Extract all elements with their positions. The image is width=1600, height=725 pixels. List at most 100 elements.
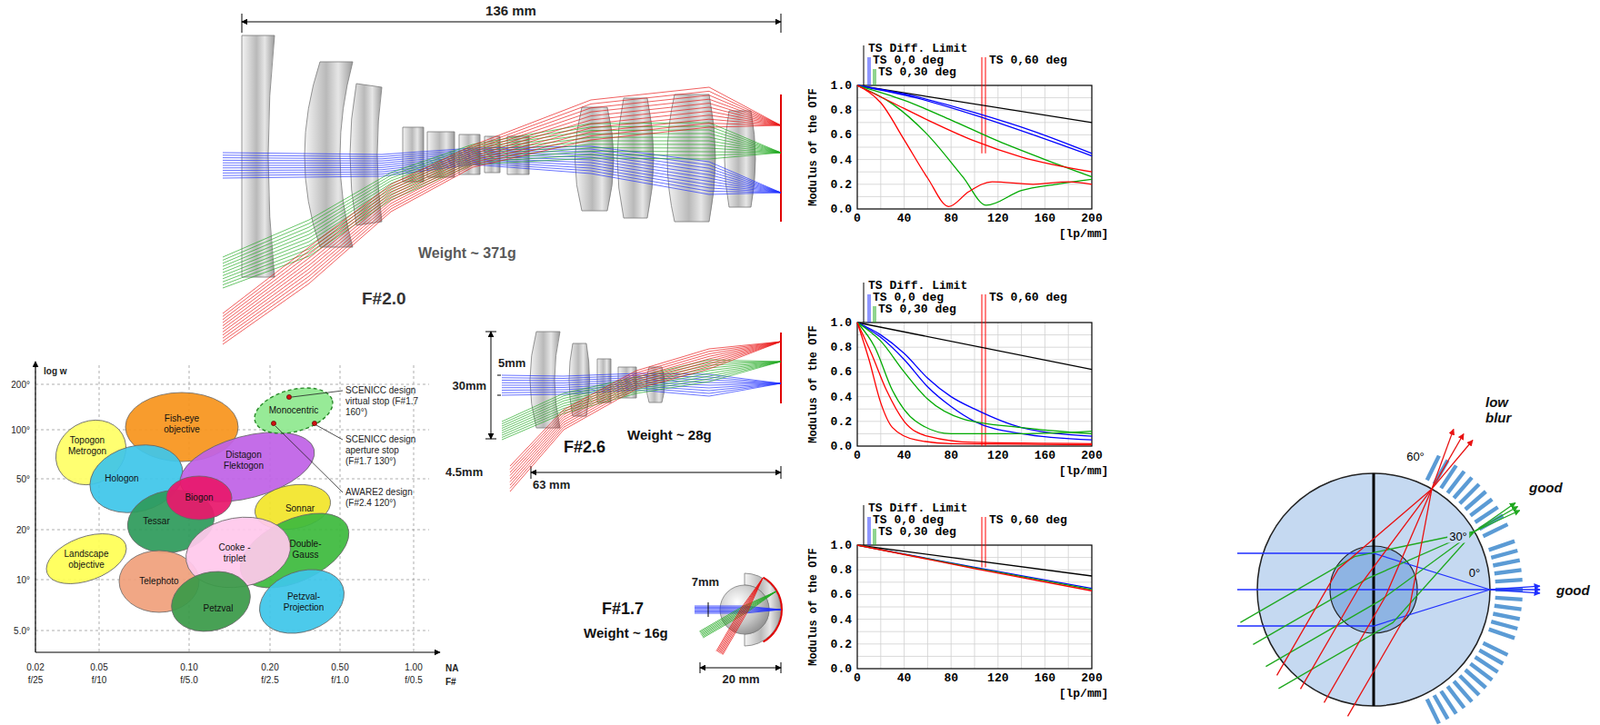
lens-element (241, 35, 275, 278)
mtf-chart (857, 45, 1092, 210)
grid-line (857, 619, 1092, 620)
series-marker (863, 282, 865, 323)
axis-name: log w (43, 366, 68, 377)
series-marker (870, 294, 871, 323)
light-ray (1323, 489, 1432, 703)
family-name: Biogon (184, 492, 213, 503)
light-ray (222, 162, 781, 193)
axis-tick-label: 0.02 (26, 662, 44, 673)
family-name: Telephoto (139, 576, 179, 587)
extension-line (780, 662, 782, 674)
tick-label: [lp/mm] (1059, 227, 1110, 241)
series-label: TS Diff. Limit (868, 502, 968, 515)
axis-tick-label: 50° (16, 474, 30, 485)
light-ray (510, 341, 781, 490)
series-marker (870, 57, 871, 86)
light-ray (702, 591, 776, 639)
axis-tick-label: 0.05 (90, 662, 108, 673)
grid-line (857, 607, 1092, 609)
axis-name: NA (445, 663, 459, 674)
family-name: Sonnar (285, 503, 315, 514)
mtf-curve (857, 545, 1092, 591)
family-name: Cooke - triplet (218, 542, 250, 564)
light-ray (720, 578, 764, 653)
grid-line (857, 656, 1092, 658)
dimension-line (241, 21, 781, 23)
light-ray (222, 150, 781, 282)
series-label: TS 0,60 deg (989, 514, 1068, 527)
light-ray (1237, 553, 1490, 590)
mtf-curve (857, 85, 1092, 207)
tick-label: 200 (1080, 449, 1102, 463)
axis-tick-label: f/25 (28, 675, 44, 686)
light-ray (222, 115, 781, 336)
extension-line (780, 13, 782, 33)
grid-line (340, 365, 341, 653)
family-name: Double-Gauss (289, 539, 321, 560)
series-marker (875, 306, 877, 323)
family-name: Fish-eye objective (163, 413, 200, 435)
light-ray (718, 578, 763, 653)
quality-label: low blur (1485, 394, 1519, 426)
light-ray (722, 578, 763, 655)
leader-line (275, 426, 343, 493)
exit-ray (1490, 590, 1540, 594)
design-callouts (270, 390, 343, 493)
tick-label: 120 (987, 449, 1009, 463)
weight-label: Weight ~ 28g (627, 427, 712, 443)
design-point (311, 420, 317, 426)
series-marker (985, 517, 987, 568)
axis-title: Modulus of the OTF (807, 548, 820, 667)
tick-label: [lp/mm] (1059, 464, 1110, 479)
sensor-strip (1495, 596, 1523, 602)
light-ray (1237, 589, 1490, 590)
series-label: TS 0,30 deg (878, 526, 957, 539)
tick-label: 0.8 (830, 340, 852, 355)
sensor-strip (1492, 611, 1520, 621)
lens-family-ellipse: Petzval (170, 572, 251, 631)
leader-line (291, 390, 343, 398)
tick-label: 0.8 (830, 563, 852, 578)
light-ray (222, 156, 781, 193)
field-angle-label: 30° (1447, 530, 1470, 544)
tick-label: 160 (1034, 449, 1056, 463)
dimension-line (700, 668, 781, 670)
mtf-curve (857, 322, 1092, 434)
family-name: Monocentric (269, 405, 319, 416)
lens-map-chart (35, 361, 440, 653)
tick-label: 40 (897, 211, 912, 226)
series-marker (873, 69, 875, 86)
design-point (286, 394, 291, 400)
tick-label: 0.4 (830, 390, 852, 404)
tick-label: [lp/mm] (1059, 687, 1110, 701)
dimension-line (490, 331, 492, 440)
grid-line (857, 371, 1092, 373)
grid-line (857, 121, 1092, 123)
tick-label: 0.2 (830, 177, 852, 191)
dimension-label: 5mm (498, 356, 526, 370)
weight-label: Weight ~ 371g (418, 245, 517, 262)
grid-line (35, 384, 430, 386)
tick-label: 0.0 (830, 440, 852, 454)
axis-tick-label: 0.10 (180, 662, 198, 673)
dimension-label: 4.5mm (445, 465, 483, 480)
quality-label: good (1529, 480, 1563, 496)
grid-line (857, 97, 1092, 99)
grid-line (35, 630, 430, 632)
tick-label: 0 (853, 671, 861, 686)
grid-line (857, 384, 1092, 386)
dimension-label: 30mm (451, 379, 487, 393)
tick-label: 0.0 (830, 202, 852, 217)
axis-tick-label: f/1.0 (330, 675, 349, 686)
f-number-label: F#2.6 (563, 438, 606, 458)
grid-line (857, 159, 1092, 160)
exit-ray (1431, 434, 1464, 490)
grid-line (857, 334, 1092, 336)
series-marker (873, 306, 875, 323)
grid-line (857, 643, 1092, 645)
lens-element (667, 94, 716, 222)
light-ray (1265, 531, 1474, 668)
exit-ray (1474, 510, 1520, 532)
extension-line (780, 466, 782, 480)
light-ray (510, 341, 781, 473)
